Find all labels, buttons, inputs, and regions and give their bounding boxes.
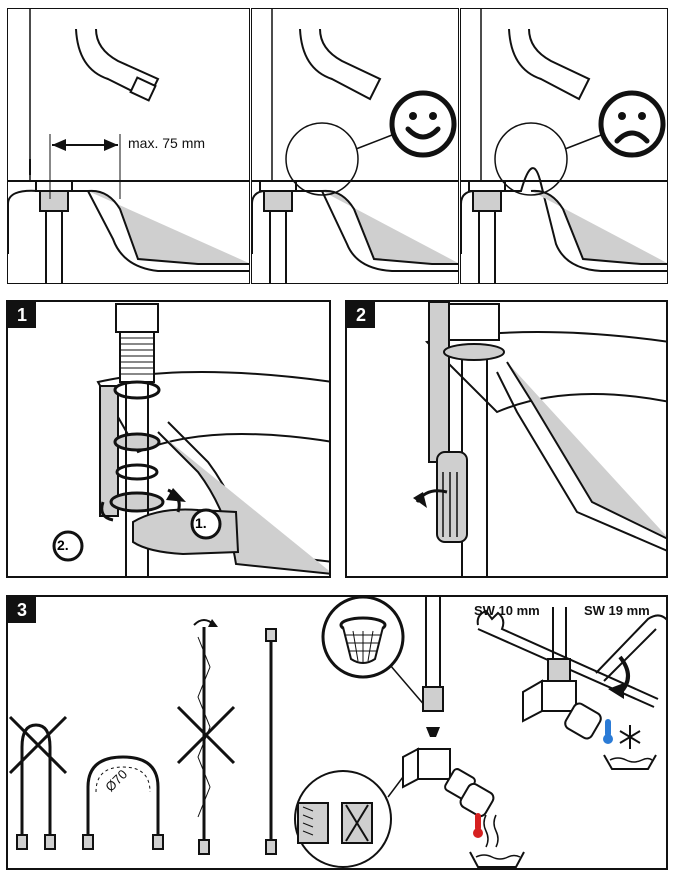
marker-2-label: 2. <box>57 537 69 553</box>
top-panel-dimension-drawing <box>8 9 249 283</box>
wrench-large-label: SW 19 mm <box>584 603 650 618</box>
snowflake-icon <box>619 725 641 749</box>
smiley-happy-icon <box>389 90 457 158</box>
marker-2-circle <box>52 530 84 562</box>
hose-tight-bend <box>8 715 68 850</box>
top-panel-correct <box>251 8 459 284</box>
detail-circle-incorrect <box>494 122 568 196</box>
steam-basin-icon <box>469 814 525 868</box>
top-panel-correct-drawing <box>252 9 458 283</box>
step-2-badge: 2 <box>347 302 375 328</box>
rotate-arrow-icon <box>608 655 630 699</box>
step-3-badge: 3 <box>8 597 36 623</box>
detail-circle-correct <box>285 122 359 196</box>
top-panel-incorrect-drawing <box>461 9 667 283</box>
angle-valve-cold <box>522 607 602 740</box>
step-1-drawing <box>52 303 329 576</box>
strainer-icon <box>321 597 427 708</box>
hose-correct-bend <box>82 755 164 850</box>
hose-twisted <box>176 619 236 855</box>
step-2-drawing <box>413 302 666 576</box>
cold-basin-icon <box>603 754 657 770</box>
marker-1-circle <box>190 508 222 540</box>
step-3-drawing <box>8 597 666 868</box>
top-panel-dimension: max. 75 mm <box>7 8 250 284</box>
step-2-panel: 2 <box>345 300 668 578</box>
wrench-small-label: SW 10 mm <box>474 603 540 618</box>
thermometer-cold-icon <box>603 719 613 744</box>
step-1-panel: 1 1. 2. <box>6 300 331 578</box>
top-panel-incorrect <box>460 8 668 284</box>
thread-detail <box>294 770 404 868</box>
hose-straight <box>265 628 277 855</box>
step-3-panel: 3 <box>6 595 668 870</box>
thermometer-hot-icon <box>473 813 483 838</box>
step-1-badge: 1 <box>8 302 36 328</box>
dimension-label: max. 75 mm <box>128 135 206 151</box>
marker-1-label: 1. <box>195 515 207 531</box>
smiley-sad-icon <box>598 90 666 158</box>
